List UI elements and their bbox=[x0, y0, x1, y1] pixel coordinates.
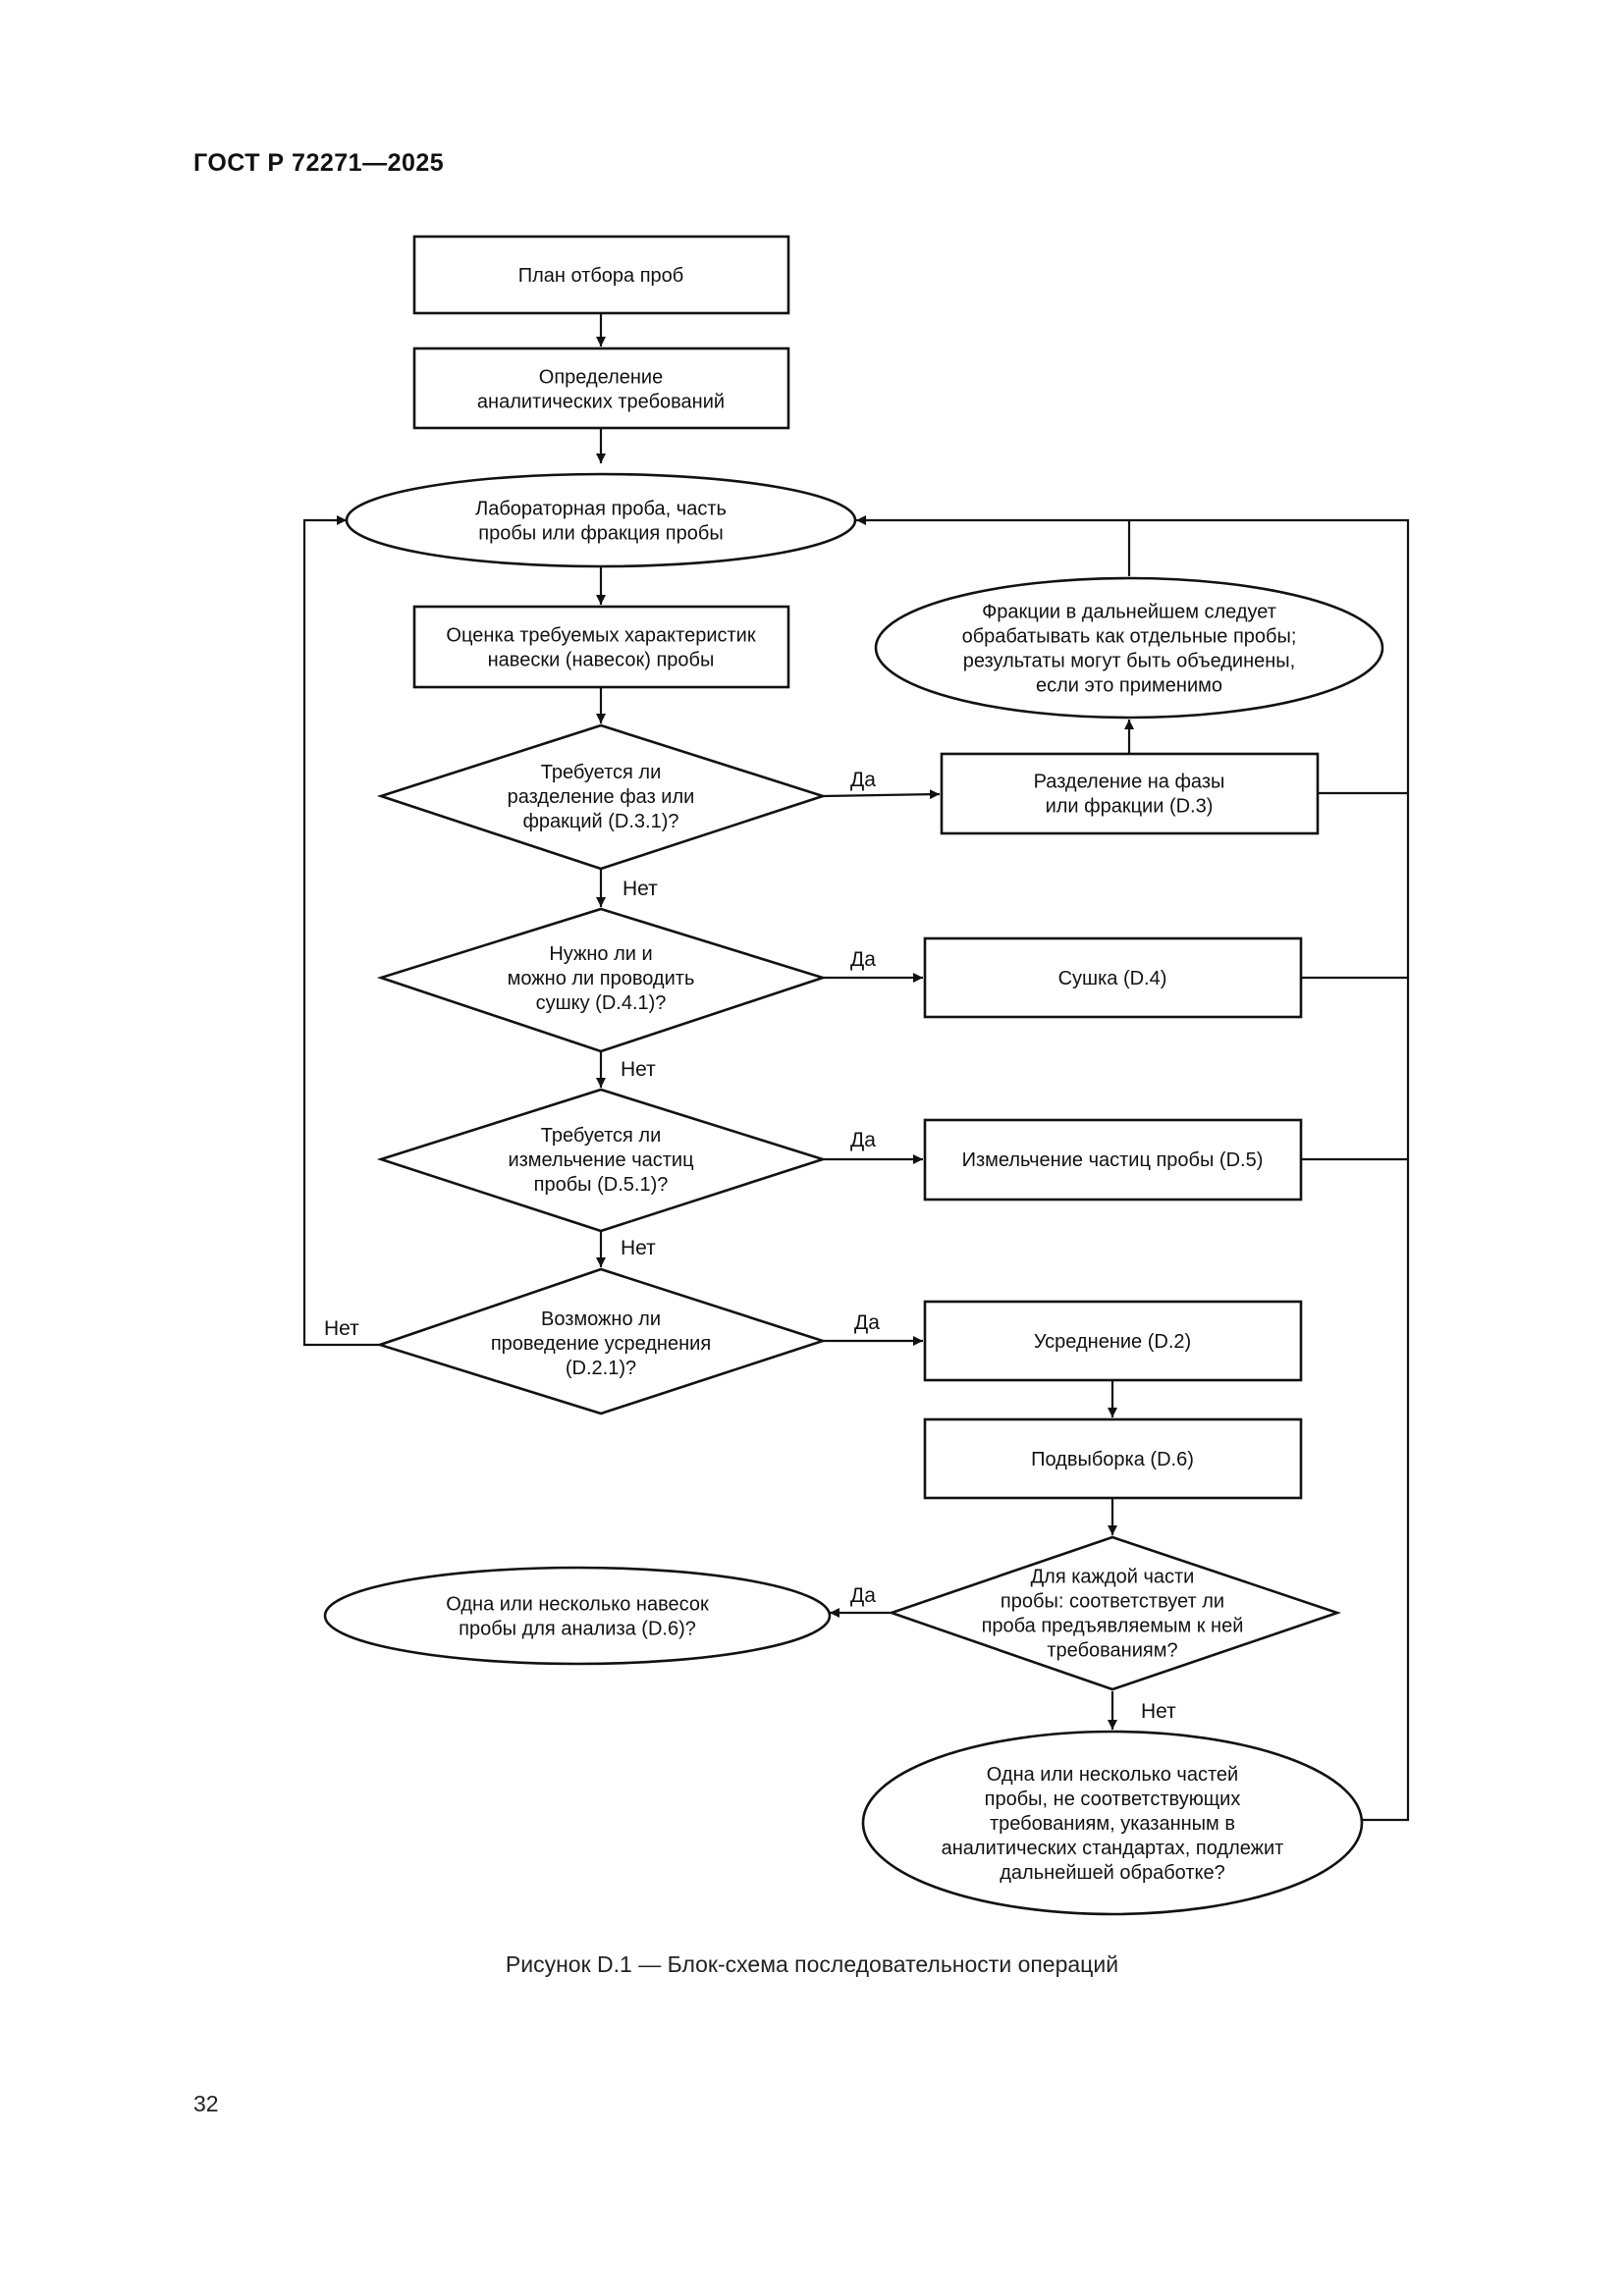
node-further-treatment bbox=[861, 1730, 1364, 1916]
edge-q-homogenization-no-loop bbox=[302, 515, 380, 1347]
edge-q-phase-yes bbox=[822, 789, 941, 800]
node-q-phase-separation bbox=[376, 723, 828, 871]
node-test-portion-evaluation bbox=[412, 605, 790, 689]
figure-caption: Рисунок D.1 — Блок-схема последовательно… bbox=[505, 1951, 1119, 1977]
node-drying bbox=[923, 936, 1303, 1019]
node-text-q-phase-separation-line-3: фракций (D.3.1)? bbox=[522, 811, 678, 832]
node-phase-separation bbox=[940, 752, 1320, 835]
node-text-analytical-requirements-line-1: Определение bbox=[539, 367, 663, 389]
node-text-laboratory-sample-line-1: Лабораторная проба, часть bbox=[475, 499, 727, 520]
node-text-q-drying-line-2: можно ли проводить bbox=[508, 968, 695, 989]
node-q-drying bbox=[376, 907, 828, 1053]
node-text-q-conformity-line-2: пробы: соответствует ли bbox=[1001, 1591, 1224, 1613]
node-text-phase-separation-line-2: или фракции (D.3) bbox=[1046, 796, 1214, 818]
node-text-further-treatment-line-3: требованиям, указанным в bbox=[990, 1813, 1235, 1835]
node-fractions-note bbox=[874, 576, 1384, 720]
label-no-phase: Нет bbox=[623, 878, 658, 900]
node-text-phase-separation-line-1: Разделение на фазы bbox=[1034, 772, 1225, 793]
node-laboratory-sample bbox=[345, 472, 857, 568]
node-text-q-phase-separation-line-2: разделение фаз или bbox=[508, 786, 695, 808]
node-q-size-reduction bbox=[376, 1088, 828, 1233]
node-subsampling bbox=[923, 1417, 1303, 1500]
node-text-q-homogenization-line-3: (D.2.1)? bbox=[566, 1358, 636, 1379]
node-text-analytical-requirements-line-2: аналитических требований bbox=[477, 392, 725, 413]
node-text-fractions-note-line-1: Фракции в дальнейшем следует bbox=[982, 602, 1276, 623]
label-yes-phase: Да bbox=[850, 769, 876, 791]
node-text-q-conformity-line-4: требованиям? bbox=[1047, 1640, 1177, 1662]
node-text-q-homogenization-line-2: проведение усреднения bbox=[491, 1333, 711, 1355]
node-text-q-size-reduction-line-3: пробы (D.5.1)? bbox=[534, 1174, 669, 1196]
node-text-fractions-note-line-2: обрабатывать как отдельные пробы; bbox=[962, 626, 1297, 648]
node-text-q-size-reduction-line-1: Требуется ли bbox=[541, 1125, 662, 1147]
label-yes-homogenization: Да bbox=[854, 1311, 880, 1334]
node-homogenization bbox=[923, 1300, 1303, 1382]
node-text-q-homogenization-line-1: Возможно ли bbox=[541, 1308, 661, 1330]
node-size-reduction bbox=[923, 1118, 1303, 1201]
node-text-size-reduction-line-1: Измельчение частиц пробы (D.5) bbox=[962, 1149, 1264, 1171]
node-text-homogenization-line-1: Усреднение (D.2) bbox=[1034, 1331, 1191, 1353]
node-text-fractions-note-line-3: результаты могут быть объединены, bbox=[963, 651, 1296, 672]
node-text-further-treatment-line-1: Одна или несколько частей bbox=[987, 1764, 1238, 1786]
node-text-test-portion-evaluation-line-1: Оценка требуемых характеристик bbox=[446, 625, 755, 647]
edge-further-treatment-to-return bbox=[856, 515, 1410, 1822]
label-no-drying: Нет bbox=[621, 1058, 656, 1081]
node-text-test-portion-evaluation-line-2: навески (навесок) пробы bbox=[488, 650, 715, 671]
node-text-test-portions-result-line-2: пробы для анализа (D.6)? bbox=[459, 1619, 696, 1640]
node-text-further-treatment-line-5: дальнейшей обработке? bbox=[1000, 1862, 1224, 1884]
label-no-homogenization: Нет bbox=[324, 1317, 359, 1340]
node-text-q-size-reduction-line-2: измельчение частиц bbox=[508, 1149, 693, 1171]
node-q-homogenization bbox=[375, 1267, 828, 1415]
label-yes-size: Да bbox=[850, 1129, 876, 1151]
node-text-test-portions-result-line-1: Одна или несколько навесок bbox=[446, 1594, 709, 1616]
node-text-q-conformity-line-1: Для каждой части bbox=[1031, 1567, 1195, 1588]
node-text-sampling-plan-line-1: План отбора проб bbox=[518, 265, 684, 287]
node-q-conformity bbox=[888, 1535, 1342, 1691]
page-number: 32 bbox=[193, 2091, 219, 2116]
node-test-portions-result bbox=[323, 1566, 832, 1666]
node-analytical-requirements bbox=[412, 347, 790, 430]
node-sampling-plan bbox=[412, 235, 790, 315]
node-text-q-conformity-line-3: проба предъявляемым к ней bbox=[982, 1616, 1244, 1637]
document-standard-header: ГОСТ Р 72271—2025 bbox=[193, 149, 445, 177]
node-text-q-drying-line-3: сушку (D.4.1)? bbox=[536, 992, 667, 1014]
label-yes-conformity: Да bbox=[850, 1584, 876, 1607]
node-text-laboratory-sample-line-2: пробы или фракция пробы bbox=[478, 523, 723, 545]
node-text-fractions-note-line-4: если это применимо bbox=[1036, 675, 1222, 697]
node-text-drying-line-1: Сушка (D.4) bbox=[1058, 968, 1167, 989]
node-text-subsampling-line-1: Подвыборка (D.6) bbox=[1031, 1449, 1194, 1470]
node-text-further-treatment-line-2: пробы, не соответствующих bbox=[985, 1789, 1241, 1810]
node-text-q-phase-separation-line-1: Требуется ли bbox=[541, 762, 662, 783]
label-no-size: Нет bbox=[621, 1237, 656, 1259]
label-yes-drying: Да bbox=[850, 948, 876, 971]
label-no-conformity: Нет bbox=[1141, 1700, 1176, 1723]
node-text-further-treatment-line-4: аналитических стандартах, подлежит bbox=[942, 1838, 1284, 1859]
node-text-q-drying-line-1: Нужно ли и bbox=[549, 943, 652, 965]
